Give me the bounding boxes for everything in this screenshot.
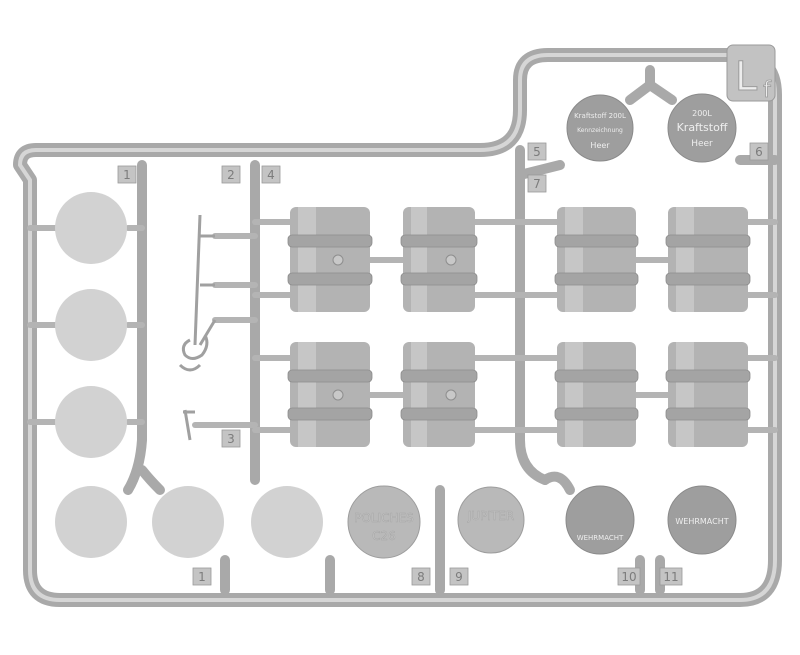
barrel [665,342,751,447]
barrel [554,342,639,447]
part-number-2: 2 [227,168,235,182]
disc-5-line2: Kennzeichnung [577,127,623,134]
part-number-5: 5 [533,145,541,159]
part-number-4: 4 [267,168,275,182]
barrel [665,207,751,312]
part-number-tags: 1 2 3 4 5 6 7 8 9 10 11 1 [117,142,769,586]
sprue-letter-tag: L f [726,44,776,103]
barrel-group [287,207,751,447]
part-number-1b: 1 [198,570,206,584]
embossed-disc-group: Kraftstoff 200L Kennzeichnung Heer 200L … [347,93,737,559]
barrel [554,207,639,312]
part-number-1: 1 [123,168,131,182]
plain-disc [55,386,127,458]
part-number-10: 10 [621,570,636,584]
sprue-letter-sub: f [763,78,772,103]
sprue-letter-main: L [735,54,758,100]
plain-disc-group [55,192,323,558]
gates [27,219,778,433]
disc-8-line1: POLICHES [354,511,414,525]
barrel [287,207,373,312]
barrel [287,342,373,447]
embossed-disc-6 [667,93,737,163]
disc-6-line3: Heer [691,139,713,149]
disc-6-line2: Kraftstoff [677,121,728,134]
part-number-6: 6 [755,145,763,159]
embossed-disc-5 [566,94,634,162]
disc-8-line2: C26 [372,529,396,543]
embossed-disc-8 [347,485,421,559]
disc-6-line1: 200L [692,109,712,118]
part-number-7: 7 [533,177,541,191]
part-number-11: 11 [663,570,678,584]
barrel [400,207,478,312]
barrel [400,342,478,447]
embossed-disc-10 [565,485,635,555]
part-number-9: 9 [455,570,463,584]
disc-10-line1: WEHRMACHT [577,534,624,542]
embossed-disc-9 [457,486,525,554]
plain-disc [251,486,323,558]
part-number-8: 8 [417,570,425,584]
plain-disc [55,486,127,558]
disc-9-line1: JUPITER [467,509,514,523]
disc-5-line1: Kraftstoff 200L [574,112,626,120]
plain-disc [55,289,127,361]
pump-parts [178,214,217,441]
disc-5-line3: Heer [590,141,610,150]
plain-disc [152,486,224,558]
disc-11-line1: WEHRMACHT [675,517,728,526]
embossed-disc-11 [667,485,737,555]
plain-disc [55,192,127,264]
part-number-3: 3 [227,432,235,446]
